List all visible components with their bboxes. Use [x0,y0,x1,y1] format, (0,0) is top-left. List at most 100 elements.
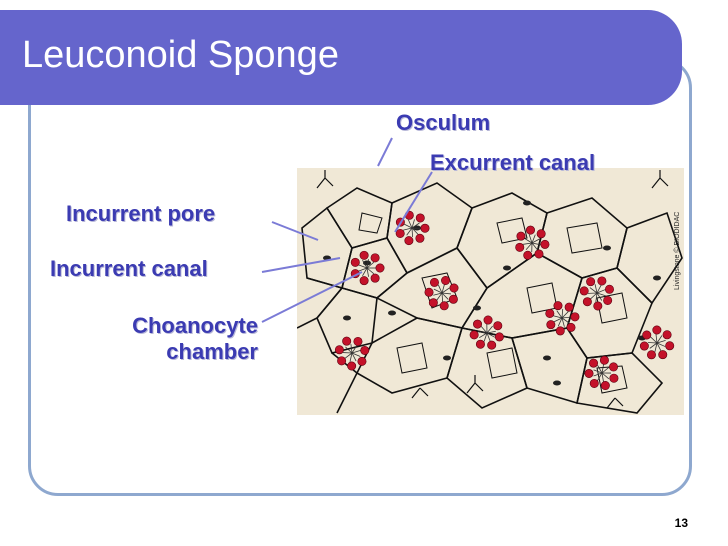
choanocyte-cell [525,225,535,235]
choanocyte-cell [584,368,594,378]
label-excurrent-canal: Excurrent canal [430,150,596,175]
flagellum [441,284,445,294]
choanocyte-cell [370,253,380,263]
flagellum [483,332,488,342]
sponge-drawing [297,170,683,414]
choanocyte-cell [415,233,425,243]
choanocyte-cell [334,345,344,355]
title-bar [0,10,682,105]
flagellum [366,267,375,275]
flagellum [525,242,533,250]
choanocyte-cell [546,320,556,330]
flagellum [366,267,369,277]
choanocyte-cell [603,295,613,305]
choanocyte-chamber [424,275,459,311]
flagellum [351,345,358,354]
choanocyte-cell [494,332,504,342]
incurrent-pore-leader [271,221,319,241]
choanocyte-chamber [334,336,370,371]
choanocyte-cell [579,286,589,296]
flagellum [594,284,598,294]
flagellum [649,342,658,349]
choanocyte-cell [515,242,525,252]
choanocyte-cell [555,326,565,336]
flagellum [441,292,449,300]
flagellum [601,372,604,382]
choanocyte-cell [639,341,649,351]
choanocyte-cell [347,361,357,371]
flagellum [350,344,353,354]
choanocyte-cell [493,321,503,331]
flagellum [656,335,663,344]
flagellum [411,227,419,235]
flagellum [358,264,368,269]
choanocyte-cell [342,336,352,346]
flagellum [597,372,603,381]
label-incurrent-pore: Incurrent pore [66,201,216,226]
excurrent-canal-leader [394,171,433,233]
flagellum [403,223,413,229]
flagellum [408,219,413,229]
choanocyte-cell [370,273,380,283]
cell-nuclei [323,200,661,386]
flagellum [656,342,666,347]
choanocyte-cell [652,325,662,335]
flagellum [523,242,533,245]
choanocyte-cell [428,298,438,308]
choanocyte-cell [441,275,451,285]
choanocyte-cell [534,249,544,259]
choanocyte-cell [415,213,425,223]
choanocyte-cell [600,381,610,391]
flagellum [406,227,413,236]
choanocyte-chamber [395,210,430,246]
flagellum [561,317,570,324]
choanocyte-cell [665,341,675,351]
flagellum [478,331,488,334]
choanocyte-cell [566,322,576,332]
choanocyte-cell [357,356,367,366]
flagellum [531,242,541,246]
flagellum [590,292,598,300]
choanocyte-chamber-leader [261,271,363,323]
flagellum [656,342,662,352]
flagellum [437,284,443,294]
flagellum [601,372,610,380]
choanocyte-cell [448,294,458,304]
flagellum [596,292,603,301]
choanocyte-cell [642,330,652,340]
choanocyte-cell [658,350,668,360]
flagellum [486,332,496,338]
flagellum [601,364,605,374]
choanocyte-cell [449,283,459,293]
choanocyte-cell [375,263,385,273]
choanocyte-chamber [515,225,550,260]
choanocyte-cell [404,236,414,246]
flagellum [593,369,603,374]
flagellum [403,227,413,231]
flagellum [480,325,488,334]
osculum-leader [377,137,393,167]
flagellum [531,238,541,244]
choanocyte-cell [599,355,609,365]
flagellum [362,260,368,269]
flagellum [596,284,602,294]
choanocyte-chamber [469,315,504,350]
slide-title: Leuconoid Sponge [22,34,339,76]
flagellum [351,349,361,354]
choanocyte-cell [586,277,596,287]
choanocyte-cell [608,362,618,372]
flagellum [561,316,571,319]
choanocyte-cell [582,297,592,307]
choanocyte-cell [475,339,485,349]
flagellum [650,336,658,344]
choanocyte-cell [564,302,574,312]
choanocyte-cell [337,356,347,366]
choanocyte-cell [473,319,483,329]
page-number: 13 [674,516,688,530]
flagellum [647,342,658,344]
flagellum [561,308,564,319]
flagellum [561,311,569,319]
choanocyte-cell [523,250,533,260]
choanocyte-chamber [579,276,614,311]
